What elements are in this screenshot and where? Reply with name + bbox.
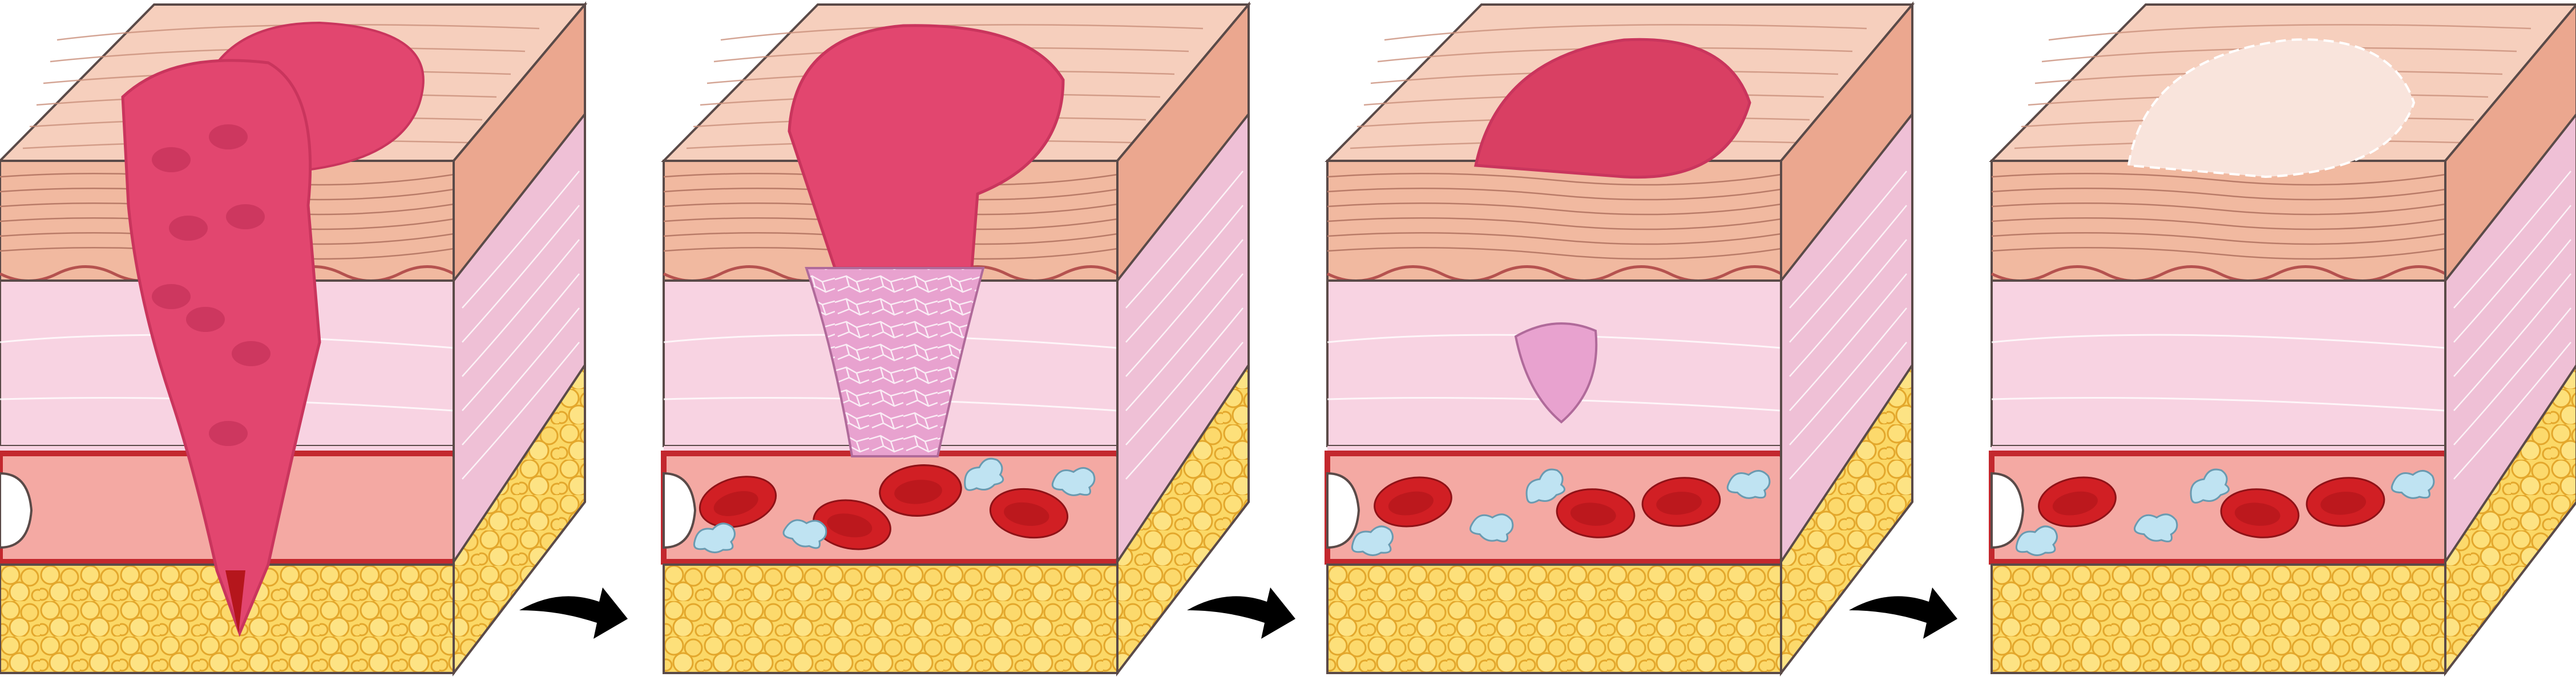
epidermis-strata-line <box>1327 217 1782 230</box>
side-fat <box>453 361 586 676</box>
stage-panel-bleeding-wound <box>0 1 588 676</box>
side-fiber <box>2453 205 2571 343</box>
side-fiber <box>1125 205 1243 343</box>
vessel-opening <box>663 472 697 549</box>
epidermis-strata-line <box>1327 172 1782 186</box>
side-epidermis <box>2444 3 2576 284</box>
blood-cell <box>186 307 225 332</box>
vessel-breach <box>225 570 245 633</box>
side-fat <box>1116 361 1250 676</box>
side-epidermis <box>1780 1 1913 284</box>
blood-cell <box>226 204 265 229</box>
dermis-layer <box>1990 279 2446 447</box>
surface-line <box>2048 24 2531 41</box>
healing-tissue <box>1514 322 1598 424</box>
side-epidermis <box>453 1 586 284</box>
side-fiber <box>2453 307 2571 445</box>
side-fiber <box>1789 239 1907 377</box>
side-fiber <box>462 205 580 343</box>
side-fiber <box>2453 239 2571 377</box>
epidermis-strata-line <box>1327 246 1782 260</box>
epidermis-strata-line <box>1327 202 1782 216</box>
stage-panel-clot-formation <box>661 1 1251 676</box>
side-fiber <box>1789 205 1907 343</box>
epidermis-layer <box>1990 160 2446 282</box>
epidermis-strata-line <box>1991 232 2446 245</box>
side-fiber <box>2453 342 2571 480</box>
fat-layer <box>1326 564 1782 674</box>
fibrin-plug <box>805 267 985 457</box>
blood-cell <box>152 147 191 172</box>
clot-mass <box>788 24 1065 270</box>
side-fiber <box>462 239 580 377</box>
stage-panel-healed-skin <box>1989 3 2576 676</box>
side-epidermis <box>1116 1 1250 284</box>
vessel-opening <box>1990 472 2025 549</box>
epidermis-strata-line <box>1327 187 1782 201</box>
side-fiber <box>2453 273 2571 411</box>
side-fiber <box>1125 273 1243 411</box>
healed-area <box>2127 38 2416 179</box>
side-fiber <box>462 273 580 411</box>
side-fiber <box>462 307 580 445</box>
fat-layer <box>663 564 1119 674</box>
epidermis-strata-line <box>1991 187 2446 201</box>
side-fiber <box>1125 342 1243 480</box>
side-fiber <box>462 171 580 309</box>
blood-flow <box>121 59 321 637</box>
side-fiber <box>1125 171 1243 309</box>
side-fiber <box>462 342 580 480</box>
stage-panel-scab-and-repair <box>1325 1 1915 676</box>
fat-layer <box>1990 564 2446 674</box>
epidermis-strata-line <box>1327 232 1782 245</box>
surface-line <box>1384 24 1867 41</box>
curved-arrow-right-icon <box>1849 587 1957 639</box>
side-fat <box>2444 363 2576 676</box>
blood-cell <box>209 124 248 149</box>
epidermis-strata-line <box>1991 202 2446 216</box>
side-fiber <box>1789 307 1907 445</box>
side-fiber <box>2453 171 2571 309</box>
surface-line <box>56 24 540 41</box>
dermis-fiber <box>1991 334 2446 349</box>
blood-cell <box>232 341 270 366</box>
vessel-opening <box>0 472 33 549</box>
epidermis-strata-line <box>1991 246 2446 260</box>
vessel-opening <box>1326 472 1360 549</box>
epidermis-strata-line <box>1991 172 2446 186</box>
side-fiber <box>1125 239 1243 377</box>
blood-cell <box>152 284 191 309</box>
side-fiber <box>1789 273 1907 411</box>
epidermis-strata-line <box>1991 217 2446 230</box>
scab <box>1473 38 1751 179</box>
epidermis-layer <box>1326 160 1782 282</box>
side-fiber <box>1125 307 1243 445</box>
dermis-fiber <box>1991 397 2446 412</box>
curved-arrow-right-icon <box>519 587 628 639</box>
blood-cell <box>209 421 248 446</box>
side-fiber <box>1789 171 1907 309</box>
side-fiber <box>1789 342 1907 480</box>
curved-arrow-right-icon <box>1187 587 1295 639</box>
blood-cell <box>169 216 208 241</box>
side-fat <box>1780 361 1913 676</box>
